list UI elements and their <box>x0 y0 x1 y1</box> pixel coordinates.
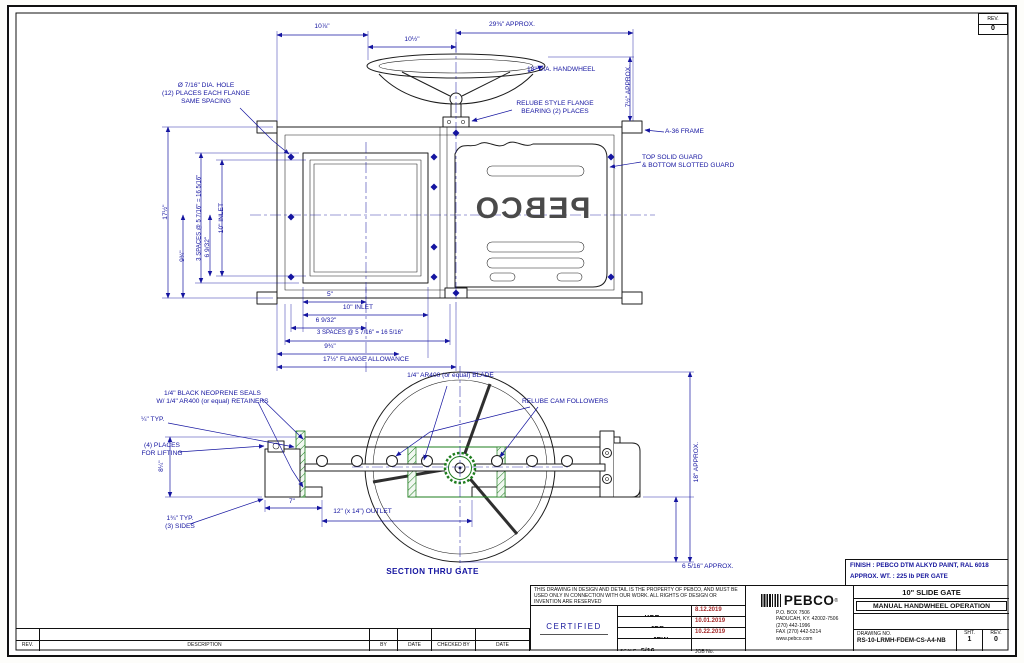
certified-cell: CERTIFIED <box>531 606 618 651</box>
callout-bolt-holes: Ø 7/16" DIA. HOLE (12) PLACES EACH FLANG… <box>162 82 250 106</box>
section-title: SECTION THRU GATE <box>386 567 479 576</box>
dim-width-left: 10⅞" <box>314 23 330 30</box>
weight-note: APPROX. WT. : 225 lb PER GATE <box>850 573 948 580</box>
corner-rev-value: 0 <box>991 25 995 32</box>
company-web: www.pebco.com <box>776 635 813 642</box>
outer-border <box>7 5 1017 657</box>
drawn-date: 8.12.2019 <box>692 606 746 617</box>
company-fax: FAX (270) 442-5214 <box>776 629 822 636</box>
callout-handwheel: 18" DIA. HANDWHEEL <box>527 66 596 73</box>
dim-wheel-height: 18" APPROX. <box>692 441 700 483</box>
sheet-value: 1 <box>967 636 972 643</box>
dim-flange-allowance: 17½" FLANGE ALLOWANCE <box>322 356 409 363</box>
dim-vertical-spaces: 3 SPACES @ 5 7/16" = 16 5/16" <box>196 174 203 261</box>
inlet-flange <box>302 152 429 284</box>
inner-border <box>15 12 1009 651</box>
legal-notice: THIS DRAWING IN DESIGN AND DETAIL IS THE… <box>531 586 746 606</box>
description-header: DESCRIPTION <box>40 641 370 651</box>
checked-by-header: CHECKED BY <box>432 641 476 651</box>
sheet-label: SHT. <box>964 630 975 636</box>
registered-mark: ® <box>834 597 839 604</box>
dim-bottom-975: 9¾" <box>324 343 336 350</box>
released-date: 10.22.2019 <box>692 628 746 639</box>
dim-vertical-6932: 6 9/32" <box>203 236 211 258</box>
callout-lifting: (4) PLACES FOR LIFTING <box>141 442 183 458</box>
dim-outlet: 12" (x 14") OUTLET <box>333 508 392 515</box>
guard-embossed-brand: PEBCO <box>473 192 591 225</box>
corner-rev-label: REV. <box>979 14 1007 25</box>
dim-vertical-inlet: 10" INLET <box>217 203 225 234</box>
revision-table: REV. DESCRIPTION BY DATE CHECKED BY DATE <box>16 628 530 651</box>
lifting-lug <box>267 440 285 453</box>
callout-blade: 1/4" AR400 (or equal) BLADE <box>407 372 494 379</box>
section-view <box>165 366 694 572</box>
rev-col-header: REV. <box>16 641 40 651</box>
dim-bottom-spaces: 3 SPACES @ 5 7/16" = 16 5/16" <box>316 330 404 336</box>
dim-gate-height: 8¼" <box>157 460 165 472</box>
dim-bottom-clearance: 6 5/16" APPROX. <box>682 563 734 570</box>
dim-width-overall: 29⅜" APPROX. <box>489 21 535 28</box>
released-by: JRW <box>653 637 668 638</box>
dim-bottom-five: 5" <box>326 291 333 298</box>
job-label: JOB No. <box>695 649 714 655</box>
pebco-barcode-icon <box>760 594 781 607</box>
callout-three-sides: 1¾" TYP. (3) SIDES <box>165 515 195 531</box>
date-header: DATE <box>398 641 432 651</box>
rev-label: REV. <box>990 630 1002 636</box>
scale-label: SCALE <box>620 649 636 651</box>
guard-cover <box>454 141 608 288</box>
product-title: 10" SLIDE GATE <box>854 586 1009 599</box>
dim-width-mid: 10½" <box>404 36 420 43</box>
date2-header: DATE <box>476 641 530 651</box>
dim-seven: 7" <box>288 498 295 505</box>
drawing-no-label: DRAWING NO. <box>857 631 892 637</box>
scale-value: 5/16 <box>641 648 655 651</box>
product-subtitle: MANUAL HANDWHEEL OPERATION <box>856 601 1007 611</box>
drawn-by: KDE <box>645 615 660 616</box>
company-address2: PADUCAH, KY. 42002-7506 <box>776 616 839 623</box>
certified-label: CERTIFIED <box>540 622 608 635</box>
checked-date: 10.01.2019 <box>692 617 746 628</box>
rev-value: 0 <box>994 636 998 643</box>
company-phone: (270) 442-1996 <box>776 622 811 629</box>
callout-guard: TOP SOLID GUARD & BOTTOM SLOTTED GUARD <box>642 154 735 170</box>
dim-vertical-975: 9¾" <box>178 250 186 262</box>
company-block: PEBCO® P.O. BOX 7506 PADUCAH, KY. 42002-… <box>746 586 854 651</box>
company-name: PEBCO <box>783 593 835 608</box>
callout-cam-followers: RELUBE CAM FOLLOWERS <box>522 398 609 405</box>
callout-seals: 1/4" BLACK NEOPRENE SEALS W/ 1/4" AR400 … <box>156 390 269 406</box>
by-header: BY <box>370 641 398 651</box>
finish-note: FINISH : PEBCO DTM ALKYD PAINT, RAL 6018 <box>850 562 989 569</box>
top-view <box>162 29 665 372</box>
dim-bottom-inlet: 10" INLET <box>342 304 374 311</box>
drawing-no: RS-10-LRMH-FDEM-CS-A4-NB <box>857 637 946 644</box>
finish-box: FINISH : PEBCO DTM ALKYD PAINT, RAL 6018… <box>845 559 1008 585</box>
spare-row <box>854 614 1009 630</box>
drawing-titles: 10" SLIDE GATE MANUAL HANDWHEEL OPERATIO… <box>854 586 1009 651</box>
callout-quarter-typ: ¼" TYP. <box>141 416 165 423</box>
dim-frame-height: 17½" <box>161 204 169 220</box>
title-block: THIS DRAWING IN DESIGN AND DETAIL IS THE… <box>530 585 1009 655</box>
checked-by: JDB <box>650 626 664 627</box>
signature-rows: DRAWN: KDE 8.12.2019 CHECKED: JDB 10.01.… <box>618 606 746 655</box>
callout-bearing: RELUBE STYLE FLANGE BEARING (2) PLACES <box>516 100 594 116</box>
dim-bottom-6932: 6 9/32" <box>315 317 337 324</box>
corner-rev-box: REV. 0 <box>978 13 1008 35</box>
callout-frame: A-36 FRAME <box>665 128 704 135</box>
company-address1: P.O. BOX 7506 <box>776 610 810 616</box>
